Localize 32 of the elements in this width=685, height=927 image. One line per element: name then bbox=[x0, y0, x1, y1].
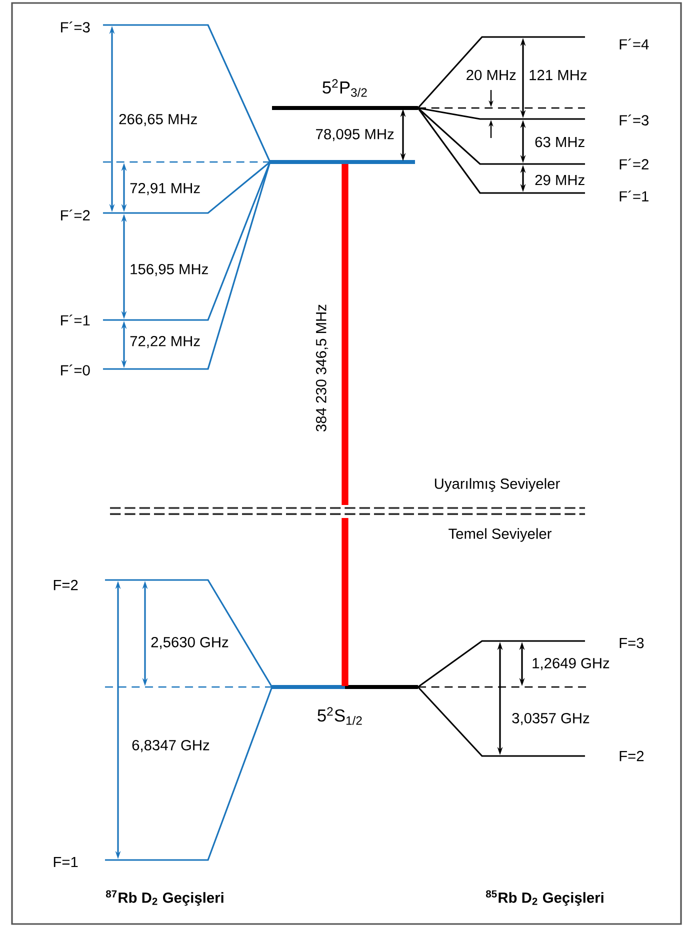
frequency-label: 63 MHz bbox=[535, 136, 584, 148]
level-label: F´=0 bbox=[61, 364, 90, 376]
frequency-label: 72,91 MHz bbox=[130, 182, 200, 196]
level-label: F´=1 bbox=[620, 190, 648, 202]
level-label: F´=2 bbox=[620, 158, 648, 170]
level-label: F´=3 bbox=[620, 114, 649, 126]
frequency-label: 384 230 346,5 MHz bbox=[316, 304, 328, 432]
frequency-label: 6,8347 GHz bbox=[132, 740, 210, 752]
level-label: F=2 bbox=[54, 580, 78, 590]
frequency-label: 78,095 MHz bbox=[316, 128, 394, 142]
frequency-label: 266,65 MHz bbox=[119, 114, 197, 126]
state-label: 5$^{2}$S$_{1/2}$ bbox=[318, 707, 362, 725]
frequency-label: 121 MHz bbox=[530, 70, 587, 80]
frequency-label: 20 MHz bbox=[466, 70, 516, 80]
level-label: F´=2 bbox=[61, 210, 90, 220]
frequency-label: 3,0357 GHz bbox=[512, 712, 590, 726]
isotope-caption: $^{85}$Rb D$_{2}$ Geçişleri bbox=[486, 890, 604, 906]
frequency-label: 156,95 MHz bbox=[130, 264, 208, 276]
level-label: F´=1 bbox=[61, 314, 90, 326]
frequency-label: 72,22 MHz bbox=[130, 336, 200, 348]
frequency-label: 1,2649 GHz bbox=[532, 658, 610, 670]
level-label: F=2 bbox=[620, 750, 644, 762]
isotope-caption: $^{87}$Rb D$_{2}$ Geçişleri bbox=[106, 890, 224, 906]
state-label: 5$^{2}$P$_{3/2}$ bbox=[322, 79, 367, 97]
frequency-label: 29 MHz bbox=[535, 174, 584, 186]
frequency-label: 2,5630 GHz bbox=[151, 636, 228, 650]
level-label: F´=4 bbox=[620, 38, 649, 50]
section-label: Temel Seviyeler bbox=[448, 528, 552, 542]
section-label: Uyarılmış Seviyeler bbox=[434, 478, 560, 492]
level-label: F´=3 bbox=[61, 22, 90, 32]
level-label: F=1 bbox=[54, 856, 78, 868]
level-label: F=3 bbox=[620, 638, 644, 648]
